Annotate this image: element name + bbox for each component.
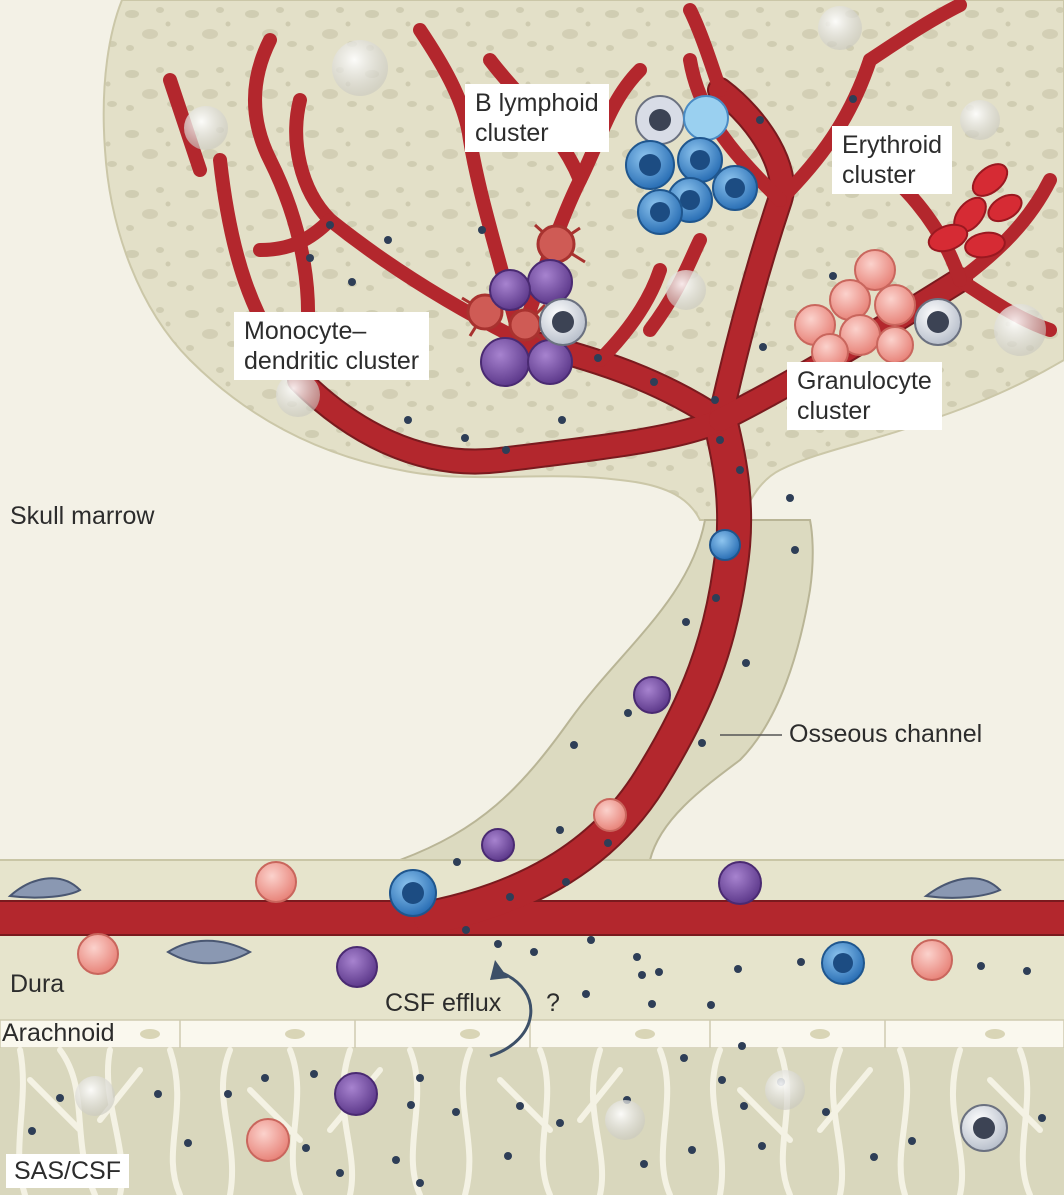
- dendritic-cell-icon: [461, 223, 586, 351]
- sas-csf-label: SAS/CSF: [6, 1154, 129, 1188]
- dots: [28, 95, 1046, 1187]
- monocyte-dendritic-cells: [461, 223, 587, 387]
- b-lymphoid-cluster-cells: [625, 95, 758, 235]
- granulocyte-icon: [794, 249, 962, 371]
- red-blood-cell-icon: [927, 163, 1023, 259]
- question-mark-label: ?: [546, 989, 560, 1017]
- arrow-curved-up-icon: [489, 960, 533, 1058]
- arachnoid-label: Arachnoid: [2, 1019, 115, 1047]
- arachnoid-layer: [0, 1019, 1064, 1049]
- granulocyte-cluster-label: Granulocyte cluster: [787, 362, 942, 430]
- csf-efflux-label: CSF efflux: [385, 989, 502, 1017]
- skull-marrow-label: Skull marrow: [10, 502, 155, 530]
- osseous-channel-label: Osseous channel: [789, 720, 983, 748]
- b-lymphoid-cluster-label: B lymphoid cluster: [465, 84, 609, 152]
- monocyte-icon: [480, 259, 573, 387]
- ghost-cells: [184, 6, 1046, 417]
- t-cell-icon: [539, 298, 587, 346]
- monocyte-dendritic-cluster-label: Monocyte– dendritic cluster: [234, 312, 430, 380]
- erythroid-cluster-label: Erythroid cluster: [832, 126, 953, 194]
- subarachnoid-space: [0, 1047, 1064, 1195]
- b-cell-icon: [635, 95, 685, 145]
- fibroblast-cells: [7, 877, 1002, 965]
- blood-vessel-tree: [0, 0, 1064, 936]
- migrating-cells: [75, 529, 1008, 1162]
- dura-label: Dura: [10, 970, 65, 998]
